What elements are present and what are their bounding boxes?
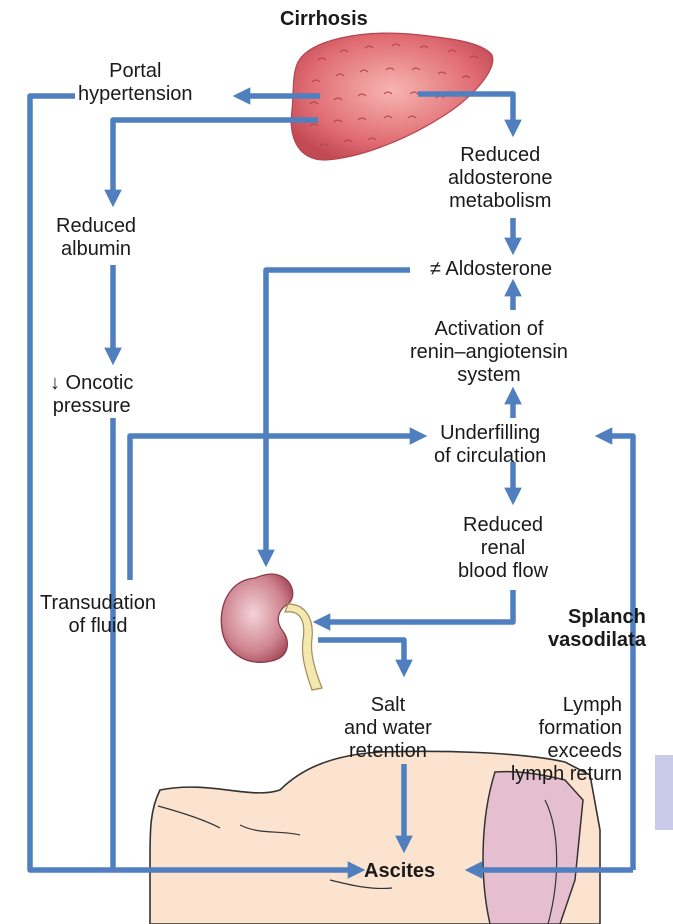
arrow-portal-to-ascites — [30, 96, 360, 870]
node-underfilling: Underfilling of circulation — [434, 422, 546, 468]
node-splanchnic-vasodilatation: Splanch vasodilata — [548, 606, 673, 652]
node-aldosterone: ≠ Aldosterone — [430, 258, 552, 281]
node-transudation: Transudation of fluid — [40, 592, 156, 638]
arrow-renal-flow-to-kidney — [318, 590, 513, 622]
node-oncotic-pressure: ↓ Oncotic pressure — [50, 372, 133, 418]
arrow-splanchnic-to-underfilling — [600, 436, 633, 870]
diagram-title: Cirrhosis — [280, 8, 368, 31]
arrow-liver-to-albumin — [113, 120, 318, 202]
arrow-kidney-to-salt-water — [318, 640, 404, 672]
node-reduced-renal-blood-flow: Reduced renal blood flow — [458, 514, 548, 583]
node-ascites: Ascites — [364, 860, 435, 883]
decorative-band — [655, 755, 673, 830]
arrow-transudation-to-underfilling — [130, 436, 422, 580]
node-reduced-albumin: Reduced albumin — [56, 215, 136, 261]
kidney-illustration — [221, 574, 322, 690]
node-lymph-formation: Lymph formation exceeds lymph return — [470, 694, 622, 786]
node-activation-ras: Activation of renin–angiotensin system — [410, 318, 568, 387]
node-portal-hypertension: Portal hypertension — [78, 60, 193, 106]
arrow-aldosterone-to-kidney — [266, 270, 410, 562]
node-salt-water-retention: Salt and water retention — [344, 694, 432, 763]
node-reduced-aldosterone-metabolism: Reduced aldosterone metabolism — [448, 144, 553, 213]
